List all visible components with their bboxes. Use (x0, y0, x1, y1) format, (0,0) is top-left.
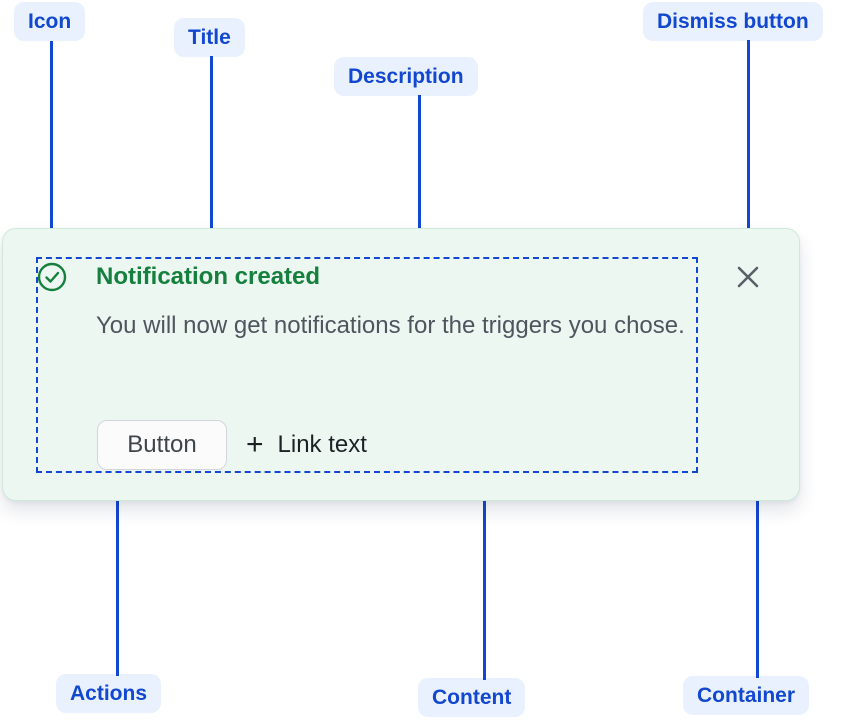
notification-description: You will now get notifications for the t… (96, 312, 685, 339)
dismiss-button[interactable] (730, 259, 766, 295)
callout-label-title: Title (174, 18, 245, 57)
callout-label-description: Description (334, 57, 478, 96)
action-link[interactable]: + Link text (246, 420, 367, 470)
callout-label-actions: Actions (56, 674, 162, 713)
callout-label-content: Content (418, 678, 526, 717)
callout-line-description (418, 95, 421, 303)
callout-label-icon: Icon (14, 2, 86, 41)
notification-title: Notification created (96, 263, 321, 290)
callout-line-title (210, 56, 213, 262)
callout-line-content (483, 472, 486, 680)
callout-line-container (756, 472, 759, 678)
callout-line-actions (116, 465, 119, 676)
success-check-icon (37, 262, 67, 292)
action-button[interactable]: Button (97, 420, 227, 470)
callout-line-dismiss (747, 40, 750, 247)
callout-label-container: Container (683, 676, 810, 715)
action-link-label: Link text (277, 431, 367, 458)
callout-line-icon (50, 41, 53, 248)
callout-label-dismiss-button: Dismiss button (643, 2, 823, 41)
close-icon (735, 264, 761, 290)
notification-content-region (36, 257, 698, 473)
plus-icon: + (246, 428, 264, 461)
